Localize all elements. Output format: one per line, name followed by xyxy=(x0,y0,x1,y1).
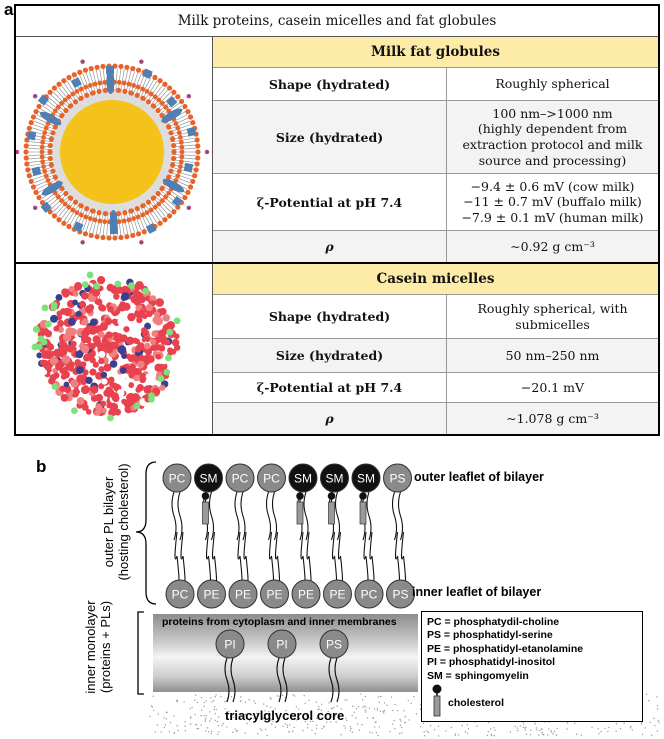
legend-item: SM = sphingomyelin xyxy=(427,669,529,682)
lipid-head-pc: PC xyxy=(165,579,195,609)
svg-text:SM: SM xyxy=(326,472,344,486)
inner-monolayer-bracket xyxy=(137,611,144,695)
table-row: ζ-Potential at pH 7.4 −20.1 mV xyxy=(213,373,658,403)
lipid-head-pe: PE xyxy=(197,579,226,609)
svg-text:PS: PS xyxy=(392,588,408,602)
svg-text:SM: SM xyxy=(294,472,312,486)
lipid-head-ps: PS xyxy=(319,629,349,659)
svg-text:PE: PE xyxy=(329,588,345,602)
legend-item: PE = phosphatidyl-etanolamine xyxy=(427,642,584,655)
svg-text:PE: PE xyxy=(298,588,314,602)
svg-text:SM: SM xyxy=(200,472,218,486)
table-title: Milk proteins, casein micelles and fat g… xyxy=(16,6,658,37)
svg-text:PI: PI xyxy=(224,638,235,652)
table-row: Shape (hydrated) Roughly spherical, with… xyxy=(213,295,658,339)
svg-text:PE: PE xyxy=(266,588,282,602)
casein-micelle-illustration xyxy=(16,264,213,434)
row-key: Size (hydrated) xyxy=(213,101,447,173)
row-value: ∼0.92 g cm⁻³ xyxy=(510,238,595,254)
casein-header: Casein micelles xyxy=(213,264,658,295)
row-key: ζ-Potential at pH 7.4 xyxy=(213,373,447,402)
inner-monolayer-label: inner monolayer (proteins + PLs) xyxy=(83,600,113,694)
panel-b-label: b xyxy=(36,457,47,476)
lipid-head-pc: PC xyxy=(257,463,286,493)
fat-globule-graphic xyxy=(14,59,210,245)
row-key: ζ-Potential at pH 7.4 xyxy=(213,174,447,230)
row-key: ρ xyxy=(213,403,447,434)
lipid-head-pe: PE xyxy=(260,579,289,609)
row-value: −9.4 ± 0.6 mV (cow milk) −11 ± 0.7 mV (b… xyxy=(461,178,644,225)
abbreviation-legend: PC = phosphatydil-choline PS = phosphati… xyxy=(421,611,643,722)
lipid-head-sm: SM xyxy=(351,463,381,493)
lipid-head-ps: PS xyxy=(383,463,412,493)
svg-text:PI: PI xyxy=(276,638,287,652)
outer-bilayer-label: outer PL bilayer (hosting cholesterol) xyxy=(101,463,131,581)
lipid-head-pc: PC xyxy=(354,579,384,609)
core-label: triacylglycerol core xyxy=(225,708,345,723)
table-row: Size (hydrated) 100 nm–>1000 nm (highly … xyxy=(213,101,658,174)
lipid-head-pe: PE xyxy=(323,579,352,609)
table-row: ρ ∼1.078 g cm⁻³ xyxy=(213,403,658,434)
casein-section: Casein micelles Shape (hydrated) Roughly… xyxy=(16,264,658,434)
svg-text:PC: PC xyxy=(263,472,280,486)
svg-text:PS: PS xyxy=(326,638,342,652)
table-row: Shape (hydrated) Roughly spherical xyxy=(213,68,658,101)
svg-text:PC: PC xyxy=(361,588,378,602)
lipid-head-sm: SM xyxy=(194,463,223,493)
table-row: Size (hydrated) 50 nm–250 nm xyxy=(213,339,658,373)
svg-text:PC: PC xyxy=(169,472,186,486)
row-value: 50 nm–250 nm xyxy=(505,347,600,363)
lipid-head-sm: SM xyxy=(288,463,318,493)
lipid-head-ps: PS xyxy=(386,579,415,609)
lipid-head-pc: PC xyxy=(225,463,255,493)
legend-item: PC = phosphatydil-choline xyxy=(427,616,560,628)
row-key: Size (hydrated) xyxy=(213,339,447,372)
outer-bilayer-brace xyxy=(135,461,157,605)
svg-text:PS: PS xyxy=(389,472,405,486)
lipid-head-pi: PI xyxy=(267,629,297,659)
svg-text:PE: PE xyxy=(235,588,251,602)
lipid-head-sm: SM xyxy=(320,463,349,493)
inner-leaflet-label: inner leaflet of bilayer xyxy=(412,585,542,599)
table-row: ζ-Potential at pH 7.4 −9.4 ± 0.6 mV (cow… xyxy=(213,174,658,231)
row-value: 100 nm–>1000 nm (highly dependent from e… xyxy=(462,105,643,168)
fat-globule-header: Milk fat globules xyxy=(213,37,658,68)
row-key: Shape (hydrated) xyxy=(213,295,447,338)
row-key: ρ xyxy=(213,231,447,262)
fat-globule-illustration xyxy=(14,37,213,262)
lipid-head-pe: PE xyxy=(291,579,321,609)
svg-text:PE: PE xyxy=(203,588,219,602)
row-key: Shape (hydrated) xyxy=(213,68,447,100)
row-value: Roughly spherical, with submicelles xyxy=(477,300,628,332)
properties-table: Milk proteins, casein micelles and fat g… xyxy=(14,4,660,436)
legend-item: PS = phosphatidyl-serine xyxy=(427,629,553,642)
row-value: ∼1.078 g cm⁻³ xyxy=(506,410,599,426)
lipid-head-pe: PE xyxy=(228,579,258,609)
legend-cholesterol-label: cholesterol xyxy=(448,697,505,709)
lipid-head-pi: PI xyxy=(215,629,245,659)
svg-text:SM: SM xyxy=(357,472,375,486)
fat-globule-section: Milk fat globules Shape (hydrated) Rough… xyxy=(14,37,658,264)
protein-band-label: proteins from cytoplasm and inner membra… xyxy=(162,616,397,628)
svg-text:PC: PC xyxy=(172,588,189,602)
outer-leaflet-label: outer leaflet of bilayer xyxy=(414,470,544,484)
panel-a-label: a xyxy=(4,0,14,19)
svg-text:PC: PC xyxy=(232,472,249,486)
legend-item: PI = phosphatidyl-inositol xyxy=(427,656,556,669)
row-value: −20.1 mV xyxy=(520,379,585,395)
casein-micelle-graphic xyxy=(31,271,181,422)
cholesterol-icon xyxy=(432,684,442,717)
lipid-head-pc: PC xyxy=(162,463,192,493)
row-value: Roughly spherical xyxy=(495,76,610,92)
table-row: ρ ∼0.92 g cm⁻³ xyxy=(213,231,658,262)
